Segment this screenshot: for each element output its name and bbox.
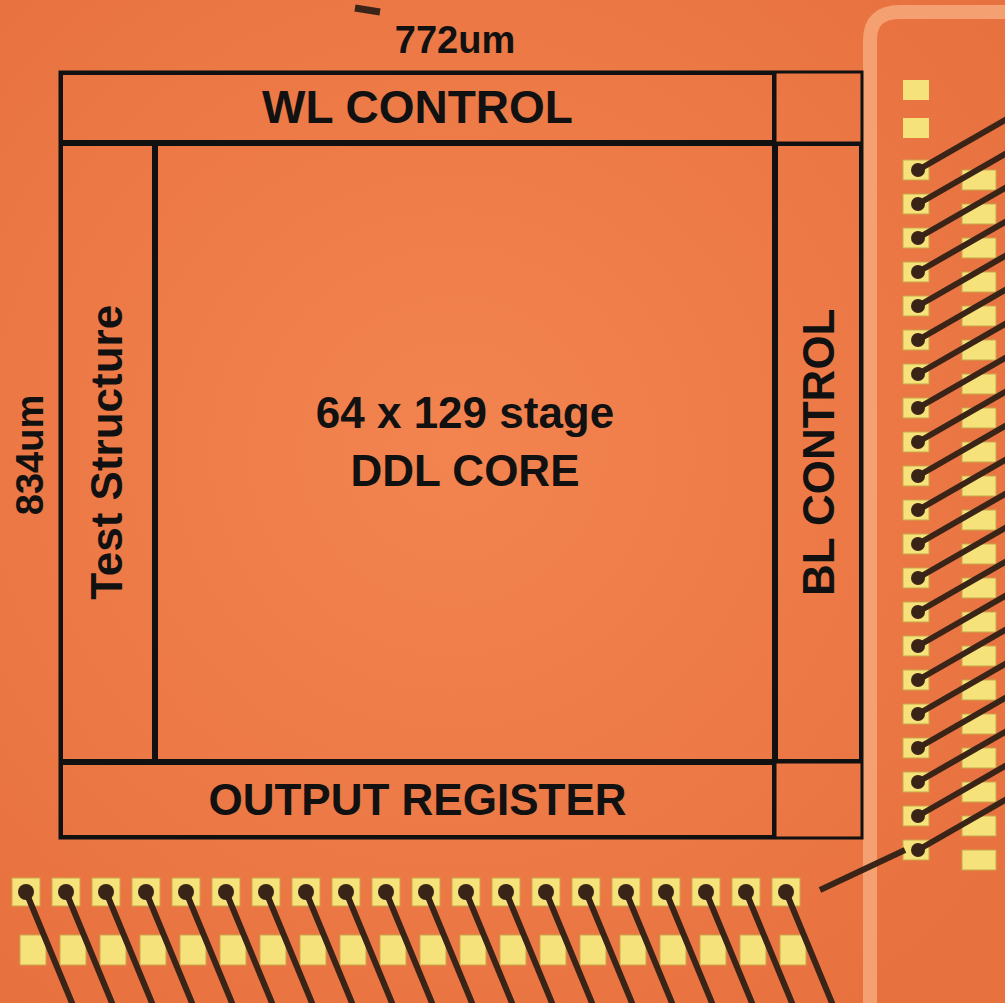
floorplan-outline — [60, 72, 862, 838]
floorplan-block: 64 x 129 stageDDL CORE — [155, 143, 775, 762]
block-label: 64 x 129 stage — [316, 388, 614, 439]
block-label: WL CONTROL — [262, 81, 573, 134]
dimension-label: 772um — [395, 21, 515, 59]
die-mark — [355, 8, 380, 12]
block-label: OUTPUT REGISTER — [208, 775, 626, 826]
dimension-label: 834um — [11, 395, 49, 515]
floorplan-block: Test Structure — [60, 143, 155, 762]
floorplan-block: BL CONTROL — [775, 143, 862, 762]
block-label: BL CONTROL — [793, 309, 844, 597]
floorplan-block: WL CONTROL — [60, 72, 775, 143]
bond-wires — [18, 120, 1005, 1003]
block-label: Test Structure — [82, 305, 133, 600]
floorplan-block: OUTPUT REGISTER — [60, 762, 775, 838]
block-label: DDL CORE — [351, 446, 580, 497]
